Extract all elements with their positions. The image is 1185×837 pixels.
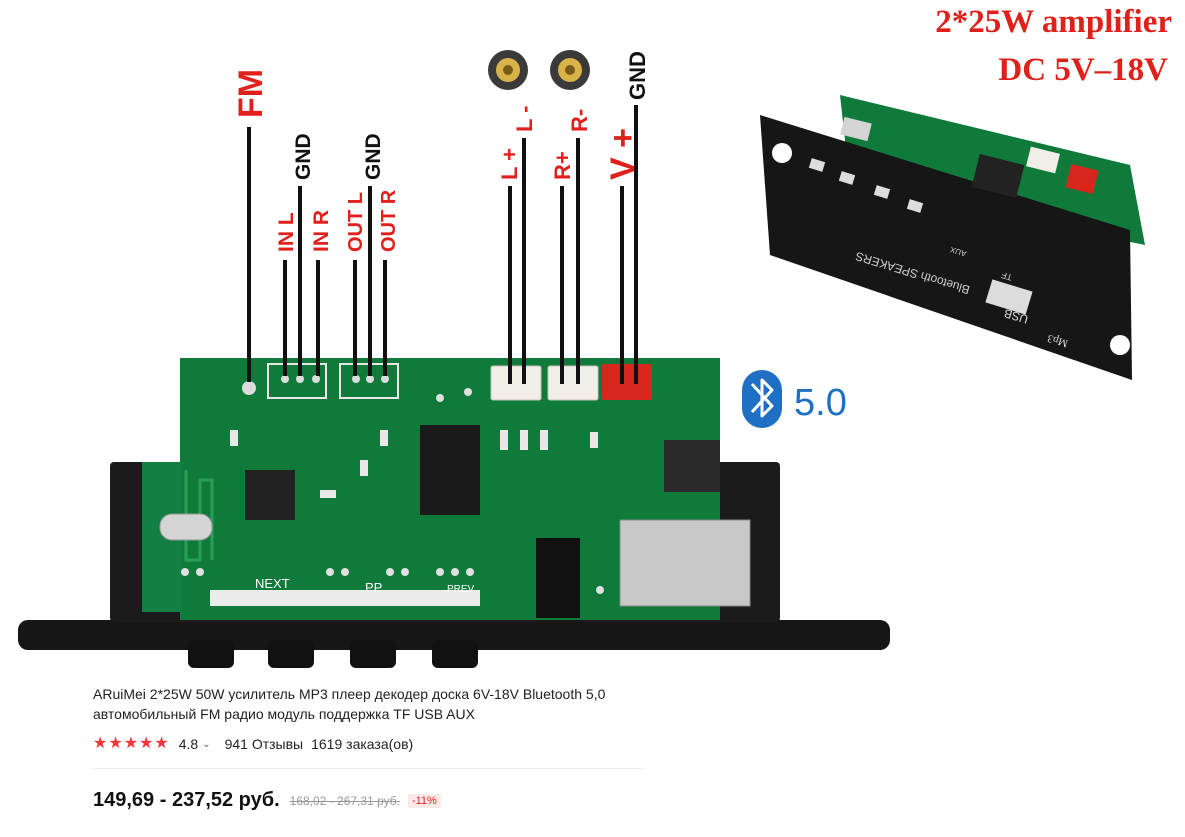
pin-label-out-l: OUT L — [345, 192, 367, 252]
rating-row: ★ ★ ★ ★ ★ 4.8 ⌄ 941 Отзывы 1619 заказа(о… — [93, 736, 653, 753]
bluetooth-version: 5.0 — [794, 382, 847, 424]
pin-label-in-r: IN R — [310, 210, 333, 252]
pin-label-r-minus: R- — [567, 109, 592, 132]
price: 149,69 - 237,52 руб. — [93, 789, 280, 811]
pin-label-l-minus: L - — [512, 106, 537, 132]
speaker-terminal-icon — [550, 50, 590, 90]
product-info: ARuiMei 2*25W 50W усилитель MP3 плеер де… — [93, 684, 653, 812]
orders-count: 1619 заказа(ов) — [311, 736, 414, 752]
chevron-down-icon[interactable]: ⌄ — [202, 738, 211, 750]
faceplate-label-mp3: Mp3 — [1046, 332, 1070, 350]
pin-label-gnd-2: GND — [362, 133, 385, 180]
rating-stars: ★ ★ ★ ★ ★ — [93, 736, 169, 752]
pin-label-l-plus: L + — [497, 148, 522, 180]
pin-label-r-plus: R+ — [550, 151, 575, 180]
old-price: 168,02 - 267,31 руб. — [289, 793, 400, 808]
star-icon: ★ — [139, 735, 154, 752]
pin-label-in-l: IN L — [275, 212, 298, 252]
board-label-pp: PP — [365, 580, 382, 595]
rating-value[interactable]: 4.8 — [178, 736, 199, 752]
main-module-illustration: NEXT PP PREV — [18, 358, 890, 668]
faceplate-label-tf: TF — [1000, 270, 1014, 283]
star-icon: ★ — [154, 735, 169, 752]
star-icon: ★ — [108, 735, 123, 752]
pin-label-fm: FM — [232, 69, 270, 118]
reviews-count[interactable]: 941 Отзывы — [224, 736, 304, 752]
pin-leader-lines — [247, 105, 638, 384]
fm-pad — [242, 381, 256, 395]
pin-label-gnd-1: GND — [292, 133, 315, 180]
star-icon: ★ — [123, 735, 139, 752]
divider — [93, 768, 643, 769]
speaker-terminal-icon — [488, 50, 528, 90]
pin-label-gnd-3: GND — [625, 51, 650, 100]
headline-voltage: DC 5V–18V — [998, 52, 1168, 88]
headline-amplifier: 2*25W amplifier — [935, 4, 1172, 40]
discount-badge: -11% — [407, 793, 441, 808]
product-title[interactable]: ARuiMei 2*25W 50W усилитель MP3 плеер де… — [93, 686, 606, 722]
pin-label-out-r: OUT R — [378, 189, 400, 252]
board-label-next: NEXT — [255, 576, 290, 591]
product-image: NEXT PP PREV FM IN L GND IN R OUT L GND … — [18, 4, 1172, 668]
bluetooth-icon — [742, 370, 782, 428]
pin-label-v-plus: V + — [604, 128, 642, 180]
faceplate-label-usb: USB — [1002, 306, 1030, 327]
angled-module-illustration: Bluetooth SPEAKERS USB TF AUX Mp3 — [760, 95, 1145, 380]
board-label-prev: PREV — [447, 584, 475, 595]
star-icon: ★ — [93, 735, 108, 752]
price-row: 149,69 - 237,52 руб. 168,02 - 267,31 руб… — [93, 789, 653, 812]
